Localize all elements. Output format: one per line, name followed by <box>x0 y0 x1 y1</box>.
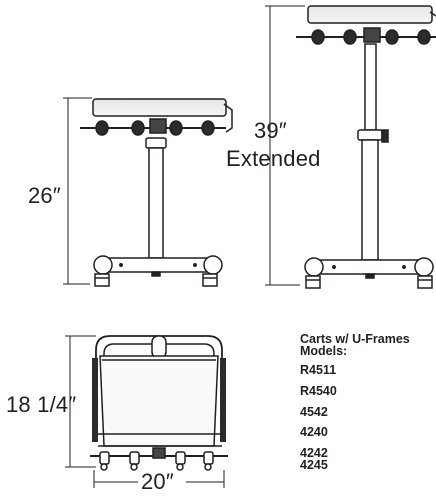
dimension-line-39 <box>265 5 305 286</box>
base-rail <box>95 257 221 273</box>
center-post <box>151 335 167 359</box>
cart-extended-height <box>265 5 436 289</box>
width-label: 20″ <box>141 469 174 494</box>
dimension-line-width <box>93 470 225 488</box>
dimension-line-depth <box>65 335 96 468</box>
models-heading-line1: Carts w/ U-Frames <box>300 332 410 346</box>
caster-left-extended <box>305 275 321 289</box>
column <box>148 147 164 259</box>
caster-left <box>94 273 110 287</box>
model-item: R4540 <box>300 384 337 398</box>
height-standard-label: 26″ <box>28 183 61 208</box>
cart-top-view <box>65 335 228 488</box>
models-heading-line2: Models: <box>300 344 348 358</box>
tray-top-view <box>99 355 219 447</box>
tray-top-extended <box>307 5 433 24</box>
depth-label: 18 1/4″ <box>6 392 77 417</box>
model-item: 4240 <box>300 425 328 439</box>
model-item: 4242 <box>300 446 328 460</box>
models-heading: Carts w/ U-Frames Models: <box>300 332 434 358</box>
cart-standard-height <box>63 97 233 287</box>
inner-column <box>364 43 377 131</box>
knob-row-extended <box>311 27 431 45</box>
knob-row-top-view <box>99 447 214 471</box>
model-item: R4511 <box>300 363 337 377</box>
tray-handle <box>223 103 233 133</box>
model-item: 4542 <box>300 405 328 419</box>
tray-top <box>92 98 227 117</box>
base-rail-extended <box>306 259 432 275</box>
height-extended-value: 39″ <box>254 118 287 143</box>
height-extended-label: Extended <box>226 146 321 171</box>
height-knob <box>381 129 389 143</box>
column-collar-extended <box>357 129 383 141</box>
dimension-line-26 <box>63 97 92 285</box>
column-collar <box>145 137 167 149</box>
knob-row <box>95 118 215 136</box>
caster-right <box>202 273 218 287</box>
outer-column <box>361 139 379 261</box>
caster-right-extended <box>417 275 433 289</box>
model-item: 4245 <box>300 458 328 472</box>
